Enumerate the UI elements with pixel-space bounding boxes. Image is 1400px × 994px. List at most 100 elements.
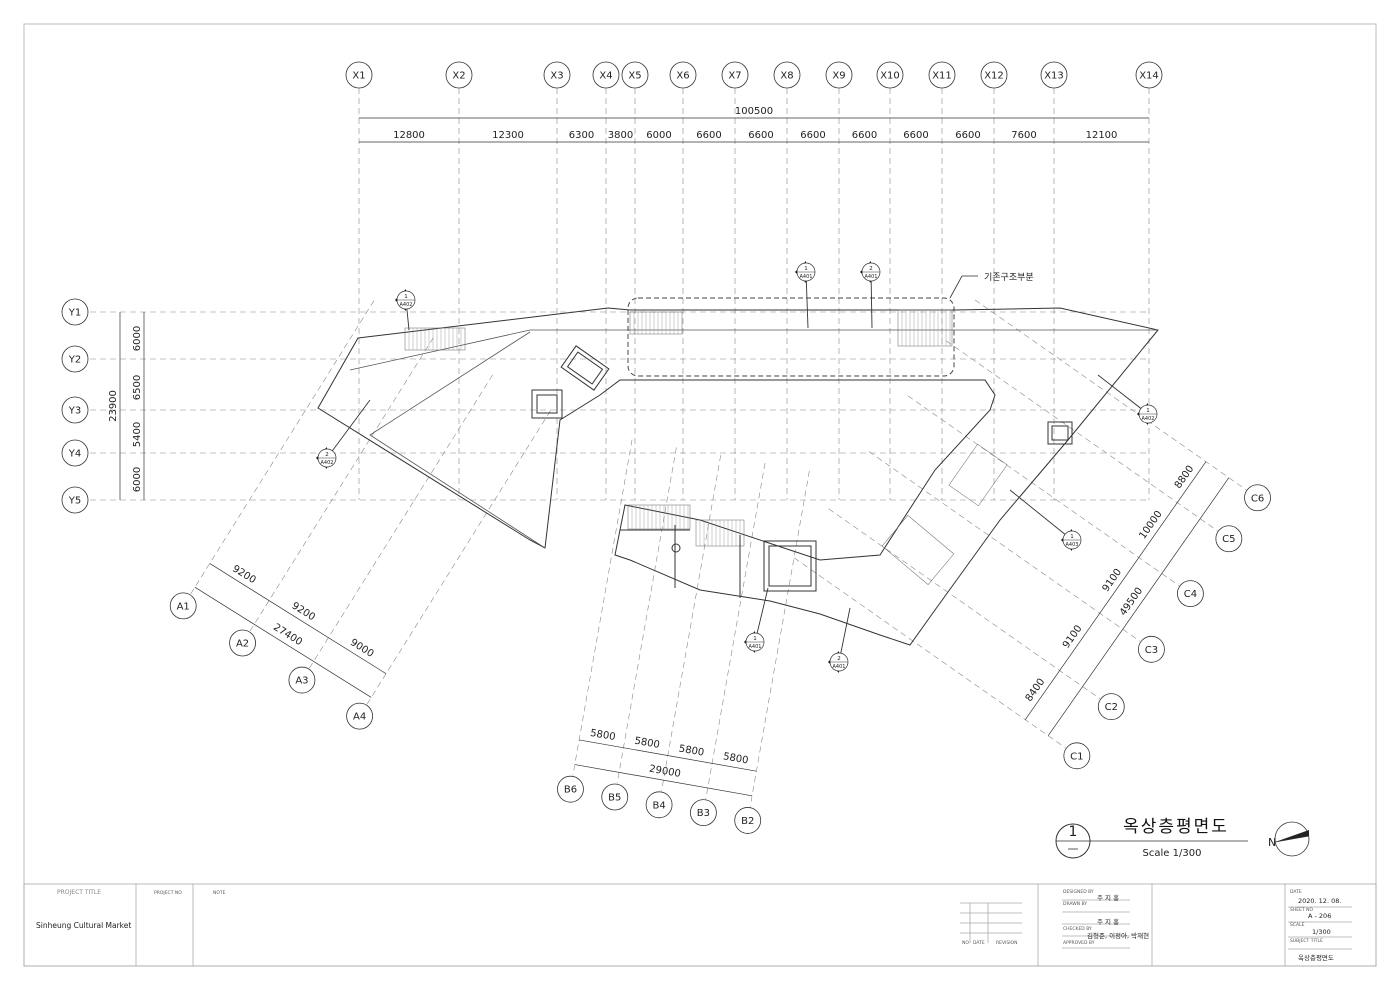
section-ref: A402 bbox=[400, 302, 413, 308]
grid-bubble-x-label: X13 bbox=[1044, 71, 1064, 82]
grid-line-b bbox=[749, 470, 810, 807]
dim-c-value: 9100 bbox=[1061, 623, 1085, 650]
grid-bubble-c-label: C2 bbox=[1105, 702, 1118, 713]
dim-c-value: 9100 bbox=[1101, 567, 1125, 594]
grid-bubble-y: Y1 bbox=[61, 298, 89, 326]
dim-a-value: 9200 bbox=[290, 601, 317, 624]
dim-x-value: 12100 bbox=[1086, 130, 1118, 141]
grid-bubble-c: C4 bbox=[1177, 580, 1204, 608]
grid-line-c bbox=[794, 557, 1066, 749]
grid-bubble-a: A2 bbox=[229, 629, 256, 657]
dim-y-value: 6500 bbox=[132, 375, 143, 400]
north-arrow-icon: N bbox=[1268, 821, 1310, 857]
grid-line-c bbox=[828, 508, 1100, 699]
grid-bubble-b: B3 bbox=[689, 799, 717, 827]
grid-bubble-x-label: X9 bbox=[832, 71, 845, 82]
stair-7 bbox=[881, 515, 955, 585]
section-number: 1 bbox=[753, 636, 757, 642]
dim-b-value: 5800 bbox=[589, 728, 616, 743]
grid-bubble-x: X10 bbox=[876, 61, 904, 89]
grid-bubble-y-label: Y2 bbox=[68, 355, 81, 366]
grid-line-a bbox=[366, 410, 551, 705]
grid-bubble-c: C5 bbox=[1215, 525, 1243, 553]
grid-bubble-x: X7 bbox=[721, 61, 749, 89]
grid-bubble-y-label: Y3 bbox=[68, 406, 81, 417]
shafts bbox=[531, 345, 1073, 598]
grid-bubble-b-label: B4 bbox=[652, 800, 665, 811]
dim-x-value: 6300 bbox=[569, 130, 594, 141]
dim-line-b bbox=[579, 739, 757, 772]
stair-treads bbox=[408, 310, 951, 546]
grid-bubble-y: Y5 bbox=[61, 486, 89, 514]
grid-line-c bbox=[868, 451, 1141, 642]
grid-bubble-x: X6 bbox=[669, 61, 697, 89]
grid-bubble-a-label: A1 bbox=[177, 601, 190, 612]
dim-b-value: 5800 bbox=[678, 743, 705, 758]
checked-value: 김형준, 이정아, 박재현 bbox=[1087, 931, 1149, 940]
designed-label: DESIGNED BY bbox=[1063, 889, 1094, 895]
section-ref: A402 bbox=[1142, 416, 1155, 422]
grid-bubble-y: Y4 bbox=[61, 439, 89, 467]
subject-value: 옥상층평면도 bbox=[1298, 953, 1334, 962]
dim-x-value: 6600 bbox=[955, 130, 980, 141]
drawing-title-block: 1 옥상층평면도 Scale 1/300 N bbox=[1055, 817, 1310, 859]
grid-bubble-x: X13 bbox=[1040, 61, 1068, 89]
grid-bubble-a: A3 bbox=[288, 666, 316, 694]
grid-bubble-x-label: X6 bbox=[676, 71, 689, 82]
dim-y-value: 5400 bbox=[132, 422, 143, 447]
date-value: 2020. 12. 08. bbox=[1298, 897, 1341, 905]
dim-line-a-overall bbox=[194, 586, 372, 698]
grid-bubble-a-label: A4 bbox=[353, 712, 366, 723]
drawing-title: 옥상층평면도 bbox=[1123, 817, 1229, 837]
grid-bubble-b: B2 bbox=[734, 807, 762, 834]
designed-value: 주 지 홍 bbox=[1097, 893, 1119, 902]
grid-bubble-c-label: C1 bbox=[1070, 751, 1083, 762]
subject-label: SUBJECT TITLE bbox=[1290, 938, 1323, 944]
section-ref: A401 bbox=[833, 664, 846, 670]
stair-2 bbox=[629, 311, 683, 335]
dim-y-value: 6000 bbox=[132, 326, 143, 351]
stair-6 bbox=[948, 443, 1008, 507]
existing-note-leader bbox=[949, 275, 963, 299]
grid-bubble-x: X11 bbox=[928, 61, 956, 89]
dim-x-value: 7600 bbox=[1011, 130, 1036, 141]
grid-line-b bbox=[661, 455, 722, 792]
grid-bubble-c: C6 bbox=[1244, 484, 1271, 512]
grid-bubble-x-label: X12 bbox=[984, 71, 1004, 82]
dim-line-a bbox=[209, 563, 387, 675]
grid-lines bbox=[90, 88, 1247, 807]
grid-bubble-b-label: B3 bbox=[697, 808, 710, 819]
section-number: 2 bbox=[325, 452, 329, 458]
grid-bubble-y: Y2 bbox=[61, 345, 89, 373]
grid-bubble-b-label: B6 bbox=[564, 785, 577, 796]
dim-b-overall: 29000 bbox=[648, 764, 681, 780]
shaft-2-inner bbox=[536, 394, 558, 414]
section-number: 2 bbox=[869, 266, 873, 272]
title-block-text: PROJECT TITLE Sinheung Cultural Market P… bbox=[36, 889, 1341, 962]
section-number: 1 bbox=[404, 294, 408, 300]
dim-x-value: 6600 bbox=[696, 130, 721, 141]
title-block-frame bbox=[23, 883, 1377, 967]
note-label: NOTE bbox=[213, 890, 226, 896]
grid-bubble-x: X4 bbox=[592, 61, 620, 89]
grid-bubble-a-label: A2 bbox=[236, 638, 249, 649]
grid-bubble-x: X12 bbox=[980, 61, 1008, 89]
grid-bubble-x: X9 bbox=[825, 61, 853, 89]
dim-x-value: 12300 bbox=[492, 130, 524, 141]
grid-bubble-x-label: X5 bbox=[628, 71, 641, 82]
grid-bubble-c: C3 bbox=[1138, 635, 1165, 663]
stair-1 bbox=[404, 327, 466, 351]
drawing-scale: Scale 1/300 bbox=[1143, 848, 1202, 859]
shaft-2 bbox=[531, 389, 563, 419]
scale-label: SCALE bbox=[1290, 922, 1305, 928]
dim-b-value: 5800 bbox=[722, 751, 749, 766]
revision-header: REVISION bbox=[996, 940, 1017, 946]
dim-x-value: 6600 bbox=[852, 130, 877, 141]
